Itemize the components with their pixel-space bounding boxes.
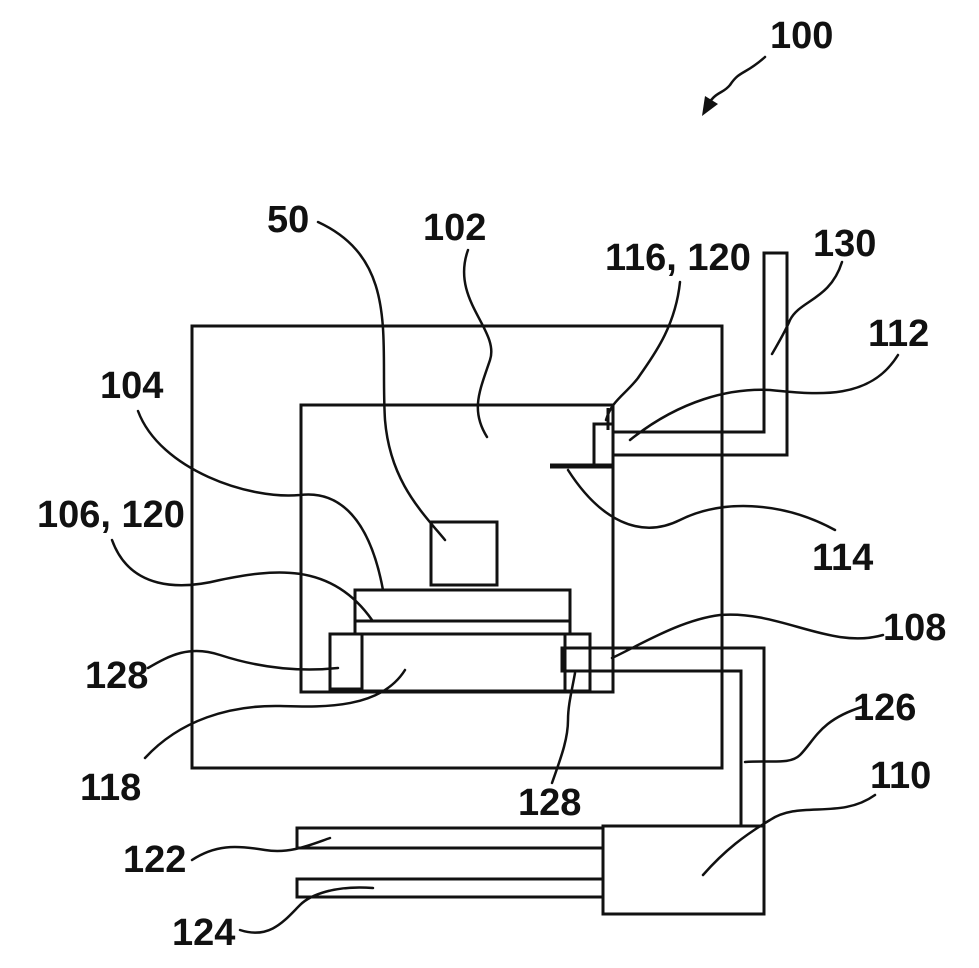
element-128-left [330, 634, 362, 691]
label-130: 130 [813, 223, 876, 265]
label-102: 102 [423, 207, 486, 249]
label-114: 114 [812, 537, 873, 579]
leader-110 [703, 795, 875, 875]
label-128-bottom: 128 [518, 782, 581, 824]
label-108: 108 [883, 607, 946, 649]
label-122: 122 [123, 839, 186, 881]
object-50 [431, 522, 497, 585]
leader-106 [112, 540, 372, 620]
layer-104 [355, 590, 570, 621]
leader-128-left [148, 651, 338, 670]
label-50: 50 [267, 199, 309, 241]
label-116-120: 116, 120 [605, 237, 751, 279]
line-122 [297, 828, 603, 848]
pipe-130 [613, 253, 787, 455]
leader-114 [568, 470, 835, 530]
leader-108 [612, 615, 883, 658]
leader-116 [606, 282, 680, 420]
label-100: 100 [770, 15, 833, 57]
label-112: 112 [868, 313, 929, 355]
label-110: 110 [870, 755, 931, 797]
pipe-126 [562, 648, 764, 826]
leader-124 [240, 887, 373, 932]
label-128-left: 128 [85, 655, 148, 697]
outer-housing [192, 326, 722, 768]
label-118: 118 [80, 767, 141, 809]
leader-102 [464, 250, 491, 437]
leader-130 [772, 262, 842, 354]
leader-118 [145, 670, 405, 758]
layer-106 [355, 621, 570, 634]
label-126: 126 [853, 687, 916, 729]
label-124: 124 [172, 912, 235, 954]
leader-50 [318, 222, 445, 540]
element-128-right [565, 634, 590, 691]
sensor-116 [594, 424, 613, 466]
arrow-100-head [702, 96, 718, 116]
label-106-120: 106, 120 [37, 494, 185, 536]
label-104: 104 [100, 365, 163, 407]
platform-118 [330, 634, 590, 691]
